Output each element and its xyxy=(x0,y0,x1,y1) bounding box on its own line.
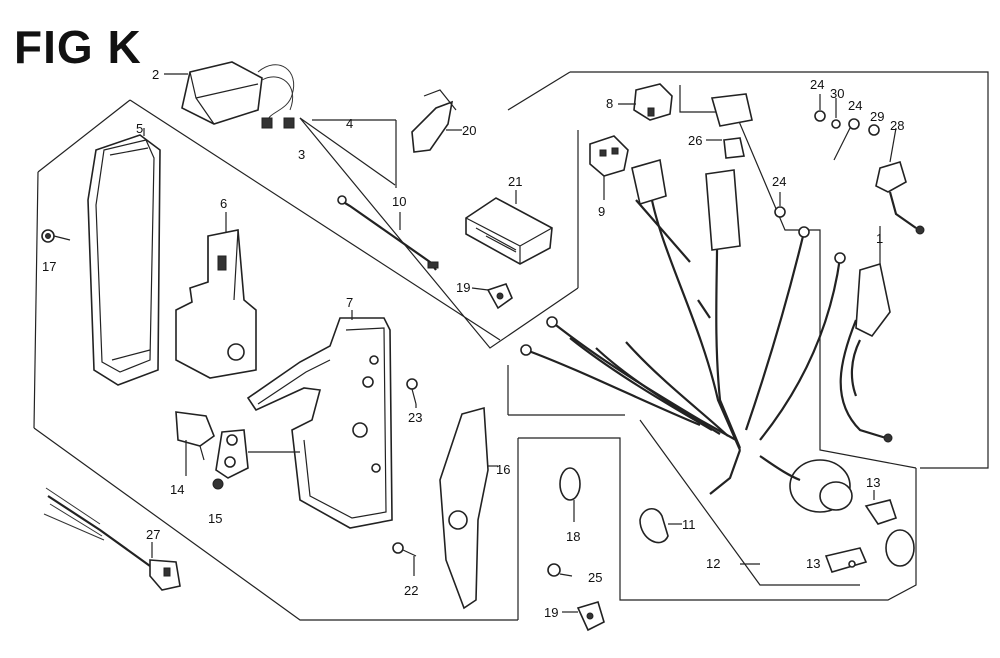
callout-19-upper: 19 xyxy=(456,280,470,295)
callout-3: 3 xyxy=(298,147,305,162)
callout-15: 15 xyxy=(208,511,222,526)
ignition-switch xyxy=(759,455,853,513)
callout-7: 7 xyxy=(346,295,353,310)
callout-8: 8 xyxy=(606,96,613,111)
part-21-battery-box xyxy=(465,190,553,265)
callout-13-lower: 13 xyxy=(806,556,820,571)
part-13-key-lower xyxy=(824,547,868,573)
part-29-washer xyxy=(868,124,880,136)
part-1-switch-bracket xyxy=(839,226,893,443)
callout-20: 20 xyxy=(462,123,476,138)
callout-10: 10 xyxy=(392,194,406,209)
part-28-sensor xyxy=(875,127,925,235)
callout-14: 14 xyxy=(170,482,184,497)
part-19-clip-upper xyxy=(471,283,513,310)
part-24-nut-top xyxy=(814,94,826,122)
callout-22: 22 xyxy=(404,583,418,598)
callout-16: 16 xyxy=(496,462,510,477)
callout-6: 6 xyxy=(220,196,227,211)
group-outline-harness xyxy=(507,71,989,620)
callout-18: 18 xyxy=(566,529,580,544)
callout-19-lower: 19 xyxy=(544,605,558,620)
callout-11: 11 xyxy=(682,517,696,532)
part-24-nut-mid xyxy=(774,192,786,218)
callout-17: 17 xyxy=(42,259,56,274)
callout-24-top: 24 xyxy=(810,77,824,92)
part-25-bolt xyxy=(547,563,573,577)
callout-27: 27 xyxy=(146,527,160,542)
part-16-plate xyxy=(439,406,498,610)
callout-29: 29 xyxy=(870,109,884,124)
part-14-switch xyxy=(175,411,215,476)
callout-2: 2 xyxy=(152,67,159,82)
callout-13-upper: 13 xyxy=(866,475,880,490)
callout-28: 28 xyxy=(890,118,904,133)
callout-26: 26 xyxy=(688,133,702,148)
part-19-clip-lower xyxy=(562,601,605,632)
part-8-relay xyxy=(618,83,673,121)
group-outline-left xyxy=(33,99,579,621)
callout-30: 30 xyxy=(830,86,844,101)
part-12-wire-harness xyxy=(520,158,846,565)
callout-9: 9 xyxy=(598,204,605,219)
part-7-control-panel xyxy=(246,310,393,529)
callout-4: 4 xyxy=(346,116,353,131)
callout-24-mid: 24 xyxy=(772,174,786,189)
part-10-wire xyxy=(312,119,439,271)
part-20-clip xyxy=(411,89,462,153)
part-15-breaker xyxy=(212,429,300,490)
callout-23: 23 xyxy=(408,410,422,425)
part-13-key-upper xyxy=(864,490,915,567)
callout-12: 12 xyxy=(706,556,720,571)
part-5-cover xyxy=(87,128,161,386)
callout-25: 25 xyxy=(588,570,602,585)
figure-title: FIG K xyxy=(14,21,142,73)
part-11-clamp xyxy=(639,508,682,544)
part-26-fuse-holder xyxy=(706,93,753,159)
callout-1: 1 xyxy=(876,231,883,246)
part-17-grommet xyxy=(41,229,71,243)
part-6-bracket xyxy=(175,212,257,379)
callout-24-right: 24 xyxy=(848,98,862,113)
part-27-wire-lead xyxy=(43,487,181,591)
part-24-bolt xyxy=(833,118,860,161)
part-23-screw xyxy=(406,378,418,408)
part-22-screw xyxy=(392,542,417,576)
callout-5: 5 xyxy=(136,121,143,136)
part-18-band xyxy=(559,467,581,522)
part-2-module xyxy=(164,61,295,129)
part-30-washer xyxy=(831,98,841,129)
callout-21: 21 xyxy=(508,174,522,189)
part-9-connector xyxy=(589,135,629,200)
